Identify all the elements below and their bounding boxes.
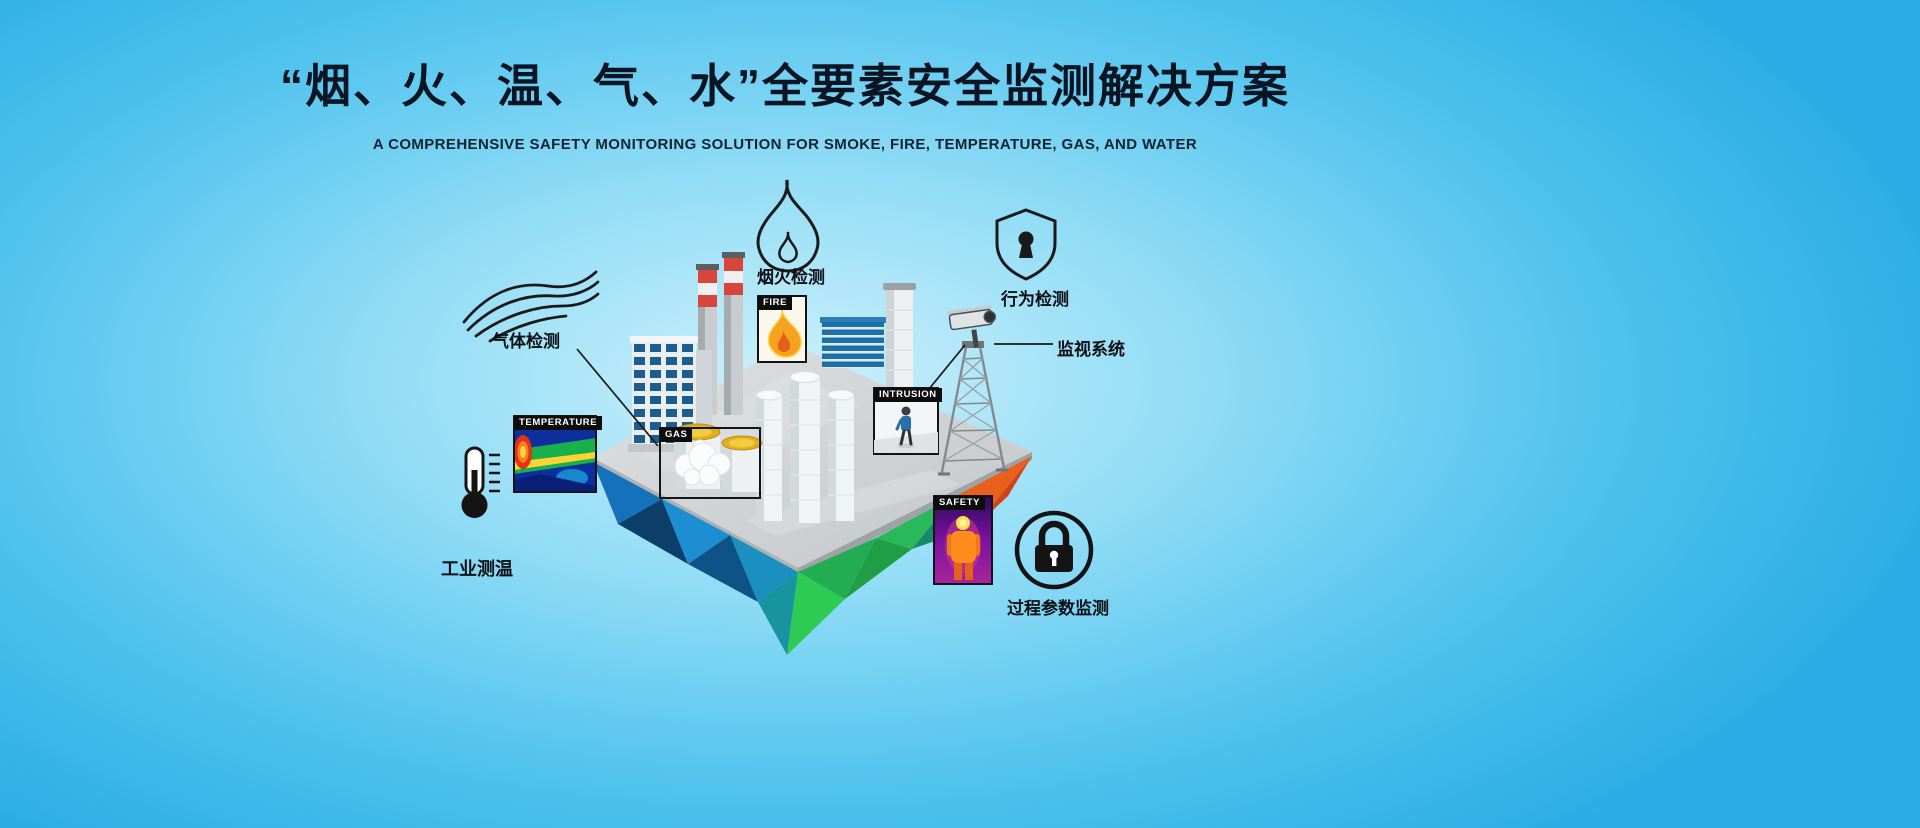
behavior-detection-label: 行为检测 [1001, 290, 1069, 309]
shield-keyhole-icon [995, 208, 1057, 281]
connector-lines [576, 343, 1053, 447]
flame-outline-icon [756, 179, 820, 273]
temperature-tag: TEMPERATURE [514, 416, 603, 430]
gas-tag: GAS [660, 428, 693, 442]
page-subtitle: A COMPREHENSIVE SAFETY MONITORING SOLUTI… [372, 136, 1198, 153]
safety-tag: SAFETY [934, 496, 986, 510]
lattice-tower [938, 341, 1008, 476]
fire-tag: FIRE [758, 296, 793, 310]
intrusion-tag: INTRUSION [874, 388, 942, 402]
storage-columns [755, 371, 855, 523]
gas-detection-label: 气体检测 [492, 332, 560, 351]
page-title: “烟、火、温、气、水”全要素安全监测解决方案 [280, 60, 1290, 112]
smoke-fire-detection-label: 烟火检测 [757, 268, 825, 287]
industrial-temperature-label: 工业测温 [441, 559, 513, 579]
thermometer-icon [461, 446, 500, 518]
cctv-camera-icon [946, 305, 996, 348]
process-parameter-label: 过程参数监测 [1007, 599, 1109, 618]
safety-callout-image [933, 495, 993, 585]
gas-flow-icon [462, 270, 600, 343]
padlock-circle-icon [1014, 510, 1094, 590]
gas-callout-image [659, 427, 761, 499]
container-building [820, 317, 886, 368]
surveillance-system-label: 监视系统 [1057, 340, 1125, 359]
header-block: “烟、火、温、气、水”全要素安全监测解决方案 A COMPREHENSIVE S… [0, 50, 1570, 153]
island-facets [593, 456, 1032, 655]
